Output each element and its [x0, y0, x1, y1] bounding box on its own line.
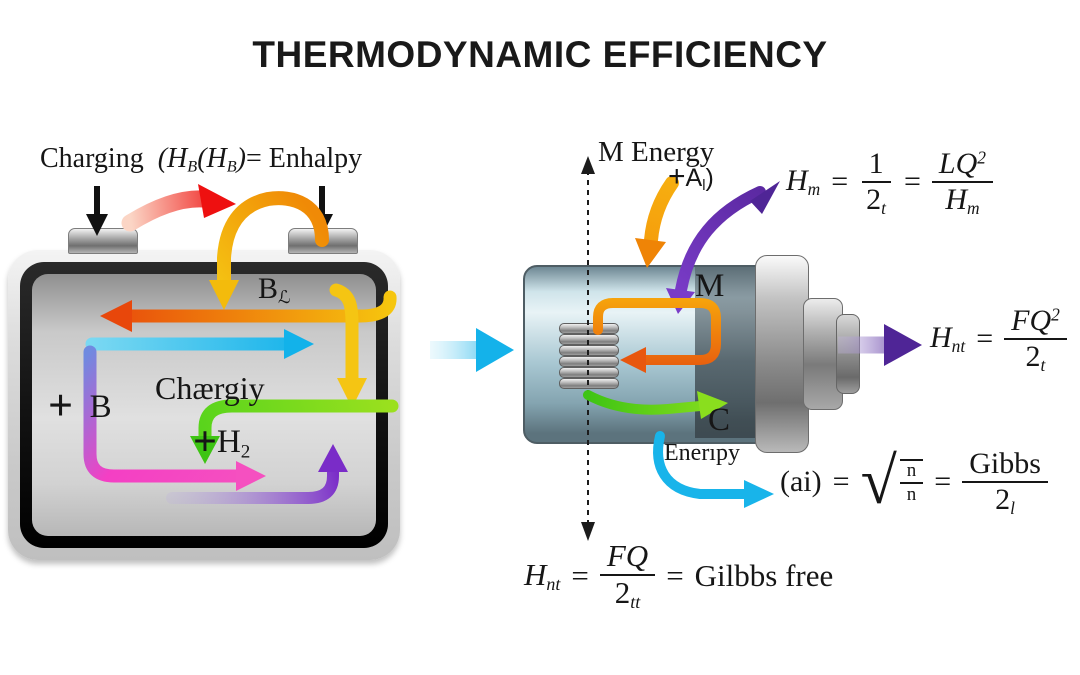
coil-stack [559, 323, 619, 391]
right-battery-energy-label: Enerıpy [664, 440, 740, 466]
right-battery-cap-ring [755, 255, 809, 453]
fraction: n n [899, 459, 924, 505]
right-battery-c-label: C [708, 402, 731, 438]
fraction: FQ2 2t [1004, 305, 1067, 374]
equation-top-right: Hm = 1 2t = LQ2 Hm [786, 148, 993, 217]
fraction: FQ 2tt [599, 539, 656, 611]
diagram-title: THERMODYNAMIC EFFICIENCY [252, 34, 828, 75]
coil-disc [559, 334, 619, 345]
left-battery-terminal-right [288, 228, 358, 254]
right-battery-cap-tip [836, 314, 860, 394]
red-arrow-icon [121, 184, 236, 232]
coil-disc [559, 345, 619, 356]
left-battery-plus-b-label: + B [48, 381, 112, 430]
left-battery-plus-h2-label: +H2 [193, 419, 251, 465]
orange-down-arrow-icon [635, 176, 679, 268]
fraction: LQ2 Hm [931, 148, 993, 217]
right-battery-m-label: M [695, 268, 725, 304]
coil-disc [559, 356, 619, 367]
left-battery-terminal-left [68, 228, 138, 254]
equation-mid-right: Hnt = FQ2 2t [930, 305, 1067, 374]
left-battery-b-label: Bℒ [258, 272, 291, 307]
middle-cyan-arrow-icon [430, 328, 514, 372]
fraction: 1 2t [859, 148, 893, 217]
m-energy-label: M Energy [598, 136, 715, 168]
charging-label: Charging (HB(HB)= Enhalpy [40, 143, 363, 176]
left-battery-center-label: Chærgiy [155, 370, 265, 406]
equation-bottom-mid: Hnt = FQ 2tt = Gilbbs free [524, 538, 834, 612]
fraction: Gibbs 2l [962, 448, 1048, 517]
coil-disc [559, 323, 619, 334]
equation-bottom-right: (ai) = √ n n = Gibbs 2l [780, 448, 1048, 517]
plus-a-label: +Al) [668, 160, 714, 195]
coil-disc [559, 367, 619, 378]
coil-disc [559, 378, 619, 389]
